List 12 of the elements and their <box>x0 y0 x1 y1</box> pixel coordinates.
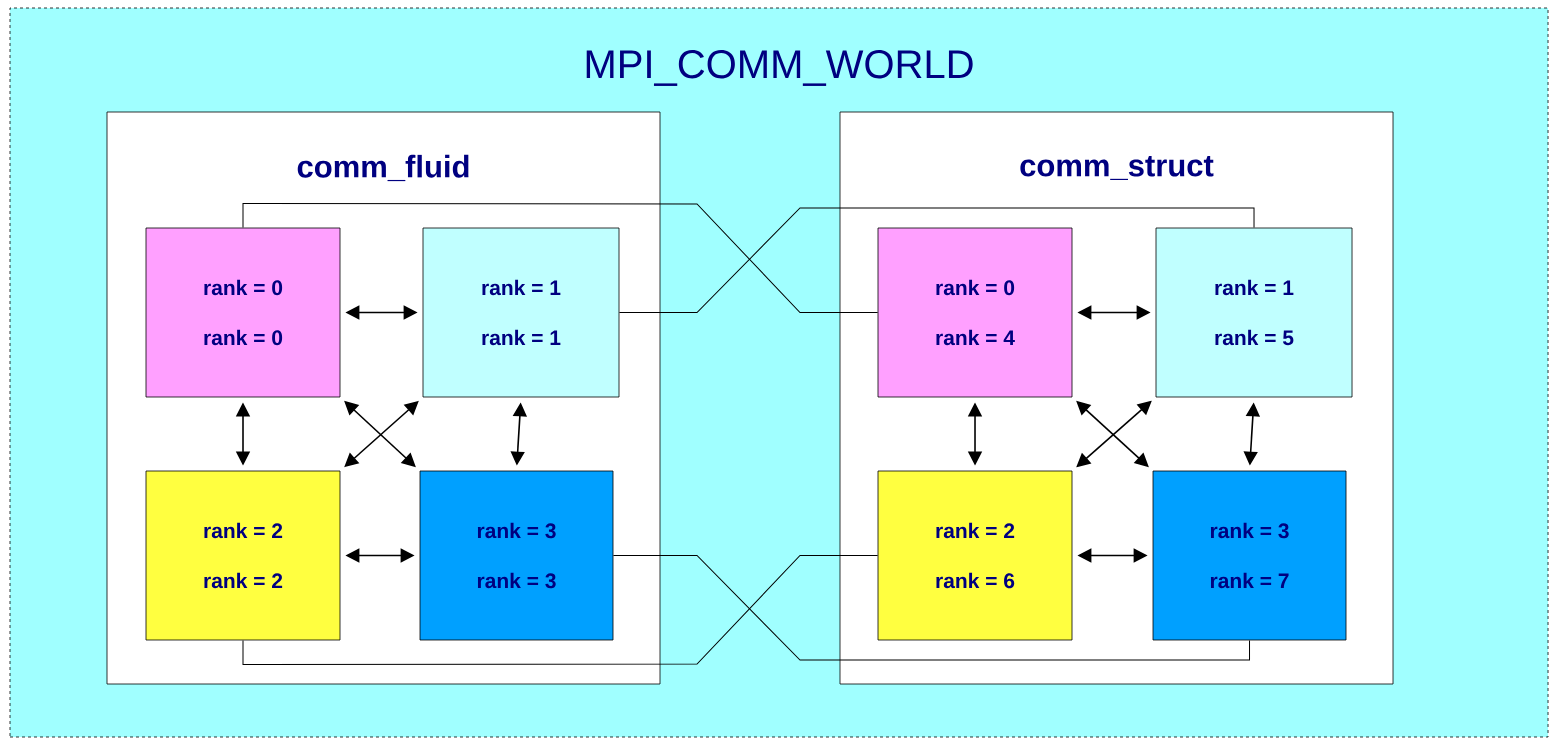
connector-line <box>612 555 1250 661</box>
rank-box: rank = 3 rank = 3 <box>419 470 614 641</box>
connector-line <box>242 203 879 313</box>
connector-line <box>242 555 879 665</box>
rank-box: rank = 0 rank = 0 <box>145 227 341 398</box>
rank-box: rank = 2 rank = 6 <box>877 470 1073 641</box>
rank-box: rank = 0 rank = 4 <box>877 227 1073 398</box>
rank-box: rank = 1 rank = 5 <box>1155 227 1353 398</box>
rank-box: rank = 1 rank = 1 <box>422 227 620 398</box>
rank-box: rank = 2 rank = 2 <box>145 470 341 641</box>
rank-box: rank = 3 rank = 7 <box>1152 470 1347 641</box>
connector-line <box>618 207 1255 313</box>
